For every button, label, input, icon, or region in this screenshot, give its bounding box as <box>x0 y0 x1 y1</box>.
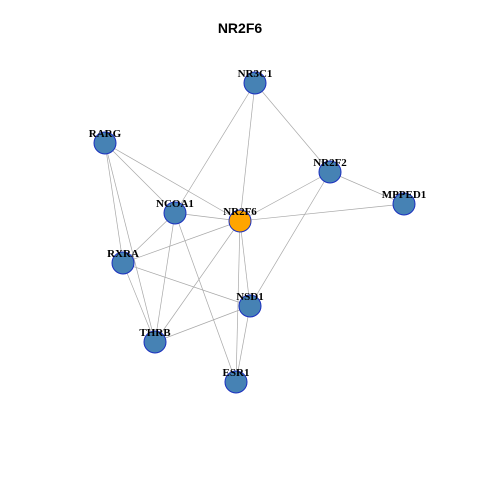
node-label-ncoa1: NCOA1 <box>156 198 194 210</box>
node-label-mpped1: MPPED1 <box>382 189 427 201</box>
node-nsd1[interactable] <box>238 294 262 318</box>
node-label-nr3c1: NR3C1 <box>238 68 273 80</box>
diagram-title: NR2F6 <box>217 20 263 36</box>
edge-nr2f2-mpped1 <box>329 171 405 205</box>
node-label-esr1: ESR1 <box>223 367 250 379</box>
node-nr2f6[interactable] <box>228 209 252 233</box>
edge-ncoa1-rxra <box>122 212 176 264</box>
node-label-nsd1: NSD1 <box>236 291 264 303</box>
edge-nsd1-esr1 <box>235 305 251 383</box>
node-label-rarg: RARG <box>89 128 122 140</box>
edge-nr3c1-nr2f6 <box>239 82 256 222</box>
node-label-nr2f6: NR2F6 <box>223 206 257 218</box>
node-nr3c1[interactable] <box>243 71 267 95</box>
edge-nr2f6-nsd1 <box>239 220 251 307</box>
edge-nr2f6-esr1 <box>235 220 241 383</box>
node-thrb[interactable] <box>143 330 167 354</box>
edge-nr2f2-nsd1 <box>249 171 331 307</box>
edge-rxra-thrb <box>122 262 156 343</box>
nodes-layer <box>93 71 416 394</box>
node-rxra[interactable] <box>111 251 135 275</box>
node-label-nr2f2: NR2F2 <box>313 157 347 169</box>
node-ncoa1[interactable] <box>163 201 187 225</box>
node-esr1[interactable] <box>224 370 248 394</box>
edge-rarg-nr2f6 <box>104 142 241 222</box>
edge-nsd1-thrb <box>154 305 251 343</box>
node-label-thrb: THRB <box>139 327 171 339</box>
edge-nr3c1-nr2f2 <box>254 82 331 173</box>
edge-rxra-nsd1 <box>122 262 251 307</box>
node-nr2f2[interactable] <box>318 160 342 184</box>
edge-rarg-ncoa1 <box>104 142 176 214</box>
edge-nr2f2-nr2f6 <box>239 171 331 222</box>
node-rarg[interactable] <box>93 131 117 155</box>
edge-mpped1-nr2f6 <box>239 203 405 222</box>
edge-rarg-thrb <box>104 142 156 343</box>
edge-nr2f6-thrb <box>154 220 241 343</box>
node-label-rxra: RXRA <box>107 248 139 260</box>
edge-nr2f6-rxra <box>122 220 241 264</box>
edge-ncoa1-esr1 <box>174 212 237 383</box>
edge-rarg-rxra <box>104 142 124 264</box>
node-mpped1[interactable] <box>392 192 416 216</box>
